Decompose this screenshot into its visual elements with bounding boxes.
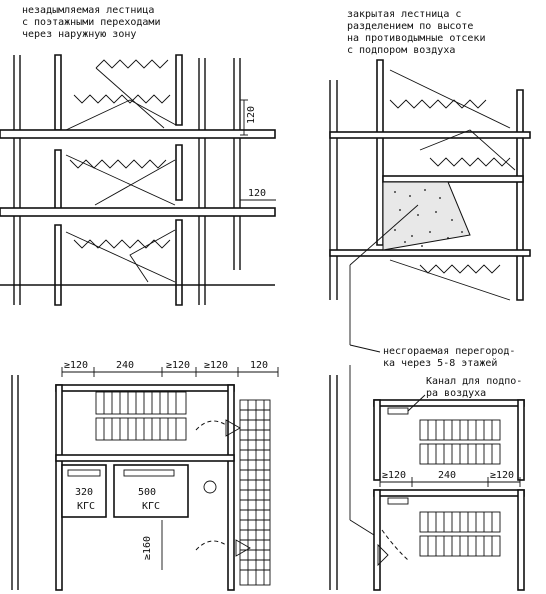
plan-wall [55, 384, 63, 591]
dimension-label: ≥120 [382, 470, 406, 481]
door-arrow [225, 419, 241, 437]
plan-wall [55, 384, 235, 392]
floor-slab [382, 175, 524, 183]
door-swing [381, 529, 409, 561]
dimension-label: ≥120 [166, 360, 190, 371]
door-arrow [377, 543, 389, 567]
floor-slab [329, 249, 531, 257]
plan-wall [373, 489, 525, 497]
caption-line: с поэтажными переходами [22, 17, 160, 28]
door-arrow [235, 539, 251, 557]
shaft-wall [54, 224, 62, 306]
stair-flight [73, 94, 171, 104]
dimension-label: 120 [248, 188, 266, 199]
elevator-unit: КГС [142, 501, 160, 512]
dimension-label: ≥120 [204, 360, 228, 371]
shaft-wall [54, 54, 62, 131]
elevator-shaft-500 [113, 464, 189, 518]
elevator-shaft-320 [61, 464, 107, 518]
caption-line: разделением по высоте [347, 21, 473, 32]
shaft-wall [376, 59, 384, 246]
stair-flight [73, 239, 171, 249]
elevator-unit: КГС [77, 501, 95, 512]
stair-flight [95, 67, 165, 129]
caption-line: Канал для подпо- [426, 376, 522, 387]
floor-slab [0, 129, 276, 139]
stair-flight [419, 264, 501, 274]
shaft-wall [516, 89, 524, 301]
fixture-circle [203, 480, 217, 494]
dimension-label: ≥120 [490, 470, 514, 481]
dimension-label: 120 [250, 360, 268, 371]
air-channel [387, 407, 409, 415]
caption-line: на противодымные отсеки [347, 33, 485, 44]
stair-flight [65, 99, 177, 131]
plan-wall [373, 489, 381, 591]
floor-slab [0, 207, 276, 217]
dimension-label: 240 [438, 470, 456, 481]
stair-flight [94, 159, 176, 206]
stair-flight [389, 99, 487, 109]
dimension-label: ≥120 [64, 360, 88, 371]
partition-compartment [382, 181, 471, 251]
caption-channel: Канал для подпо- ра воздуха [426, 376, 522, 399]
caption-line: с подпором воздуха [347, 45, 455, 56]
stair-flight [429, 157, 511, 167]
stair-flight [69, 159, 167, 169]
stair-treads [95, 391, 187, 441]
stair-flight [389, 69, 511, 129]
shaft-wall [175, 54, 183, 126]
shaft-wall [175, 219, 183, 306]
caption-line: ка через 5-8 этажей [383, 357, 497, 369]
stair-flight [419, 129, 516, 171]
stair-flight [129, 229, 176, 283]
plan-wall [373, 399, 381, 481]
dimension-label: ≥160 [142, 536, 153, 560]
plan-wall [517, 399, 525, 481]
caption-line: через наружную зону [22, 29, 136, 40]
door-swing [195, 420, 227, 431]
partition-stipple [394, 189, 463, 247]
floor-slab [329, 131, 531, 139]
shaft-wall [54, 149, 62, 211]
door-swing [195, 540, 227, 551]
caption-line: ра воздуха [426, 388, 486, 399]
plan-wall [227, 384, 235, 591]
caption-partition: несгораемая перегород- ка через 5-8 этаж… [383, 346, 515, 369]
caption-line: закрытая лестница с [347, 9, 461, 20]
plan-wall [517, 489, 525, 591]
air-channel [387, 497, 409, 505]
leader-line [407, 394, 426, 412]
leader-line [349, 344, 381, 353]
stair-treads [419, 419, 501, 465]
plan-wall [373, 399, 525, 407]
dimension-label: 120 [246, 106, 257, 124]
stair-flight [389, 259, 511, 301]
stair-flight [65, 154, 176, 206]
stair-treads [419, 511, 501, 557]
elevator-capacity: 500 [138, 487, 156, 498]
section-closed-stair [329, 59, 531, 353]
elevator-capacity: 320 [75, 487, 93, 498]
elevator-door [67, 469, 101, 477]
plan-closed-stair: ≥120 240 ≥120 [329, 365, 525, 591]
stair-flight [95, 59, 169, 69]
plan-wall [55, 454, 235, 462]
leader-line [349, 519, 375, 536]
section-smokeproof-stair: 120 120 [0, 54, 276, 306]
shaft-wall [175, 144, 183, 201]
plan-smokeproof-stair: ≥120 240 ≥120 ≥120 120 [11, 360, 279, 591]
external-zone-grid [239, 399, 271, 586]
caption-top-right: закрытая лестница с разделением по высот… [347, 9, 485, 56]
caption-line: незадымляемая лестница [22, 5, 154, 16]
caption-line: несгораемая перегород- [383, 346, 515, 357]
stair-flight [65, 231, 176, 283]
dimension-label: 240 [116, 360, 134, 371]
leader-line [349, 204, 419, 266]
caption-top-left: незадымляемая лестница с поэтажными пере… [22, 5, 160, 40]
elevator-door [123, 469, 175, 477]
